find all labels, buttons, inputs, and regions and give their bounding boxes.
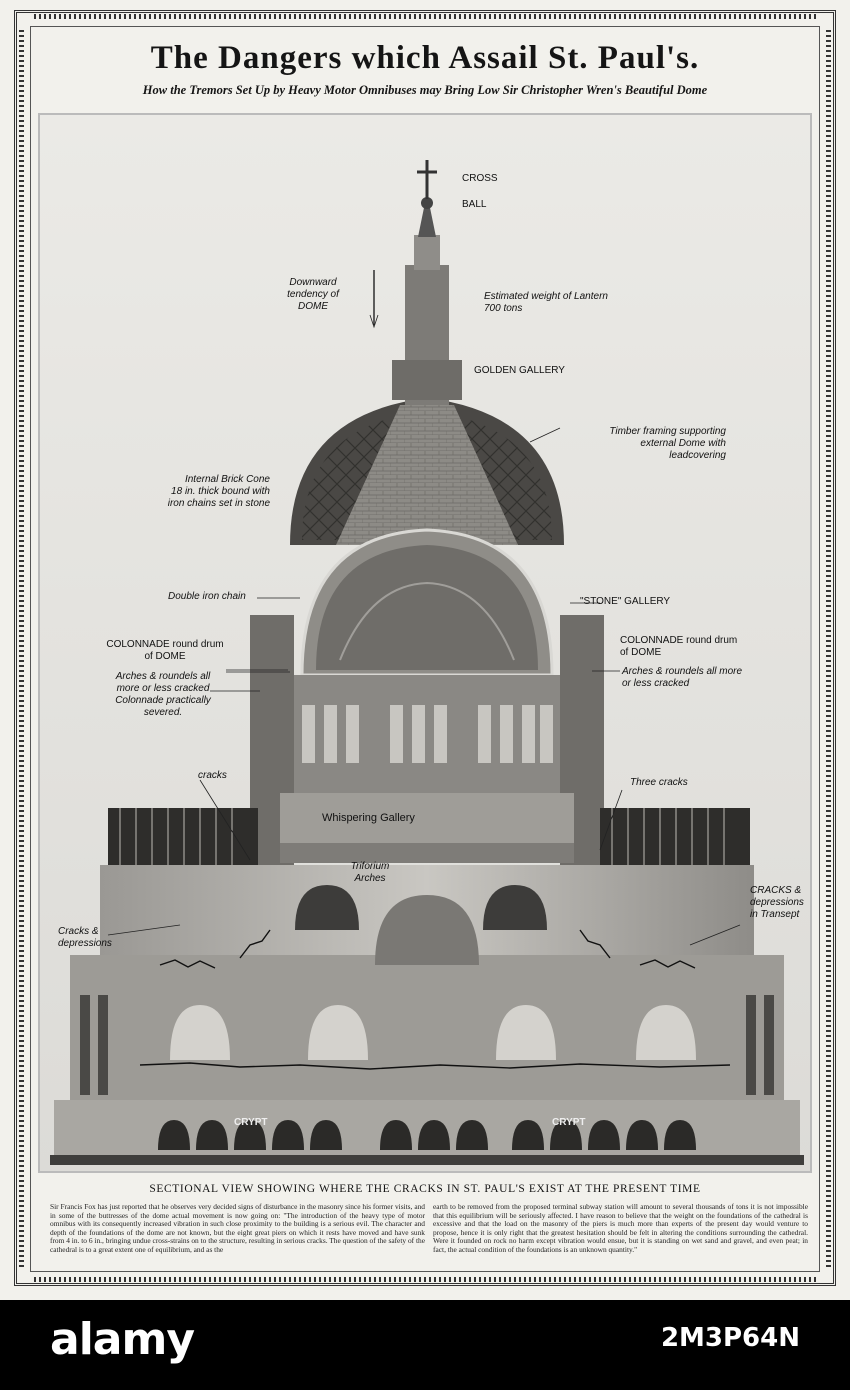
- label-arches-right: Arches & roundels all more or less crack…: [622, 666, 743, 689]
- label-colonnade-severed: Colonnade practically severed.: [115, 695, 211, 718]
- cross: [417, 160, 437, 199]
- right-ornament: [826, 30, 831, 1270]
- outer-border: [14, 10, 836, 1286]
- cathedral-drawing: [40, 115, 810, 1171]
- left-roof: [108, 808, 258, 868]
- article-text-left: Sir Francis Fox has just reported that h…: [50, 1202, 425, 1254]
- alamy-logo[interactable]: alamy: [50, 1314, 195, 1365]
- label-colonnade-right: COLONNADE round drum of DOME: [620, 635, 738, 658]
- label-three-cracks: Three cracks: [630, 777, 688, 788]
- right-roof: [600, 808, 750, 868]
- label-ball: BALL: [462, 199, 487, 210]
- label-triforium-arches: Triforium Arches: [350, 861, 390, 884]
- inner-border: [30, 26, 820, 1272]
- top-ornament: [34, 14, 816, 19]
- ball: [421, 197, 433, 209]
- label-arches-left: Arches & roundels all more or less crack…: [115, 671, 211, 694]
- label-brick-cone: Internal Brick Cone 18 in. thick bound w…: [167, 474, 270, 509]
- label-cracks: cracks: [198, 770, 227, 781]
- label-cracks-depressions-left: Cracks & depressions: [58, 926, 112, 949]
- label-downward-tendency: Downward tendency of DOME: [287, 277, 339, 312]
- label-stone-gallery: "STONE" GALLERY: [580, 596, 671, 607]
- article-text-right: earth to be removed from the proposed te…: [433, 1202, 808, 1254]
- label-golden-gallery: GOLDEN GALLERY: [474, 365, 565, 376]
- cathedral-section-illustration: CROSS BALL Downward tendency of DOME Est…: [38, 113, 812, 1173]
- brick-cone: [336, 405, 518, 545]
- label-crypt-left: CRYPT: [234, 1117, 268, 1128]
- magazine-page: The Dangers which Assail St. Paul's. How…: [14, 10, 836, 1286]
- left-ornament: [19, 30, 24, 1270]
- figure-caption: SECTIONAL VIEW SHOWING WHERE THE CRACKS …: [149, 1183, 701, 1195]
- label-crypt-right: CRYPT: [552, 1117, 586, 1128]
- label-whispering-gallery: Whispering Gallery: [322, 812, 415, 824]
- page-subtitle: How the Tremors Set Up by Heavy Motor Om…: [142, 83, 708, 97]
- label-lantern-weight: Estimated weight of Lantern 700 tons: [484, 291, 608, 314]
- bottom-ornament: [34, 1277, 816, 1282]
- stock-footer: [0, 1300, 850, 1390]
- image-id: 2M3P64N: [660, 1323, 800, 1353]
- page-title: The Dangers which Assail St. Paul's.: [150, 40, 700, 76]
- label-cracks-depressions-right: CRACKS & depressions in Transept: [750, 885, 804, 920]
- crack-lines: [139, 929, 731, 1070]
- label-colonnade-left: COLONNADE round drum of DOME: [106, 639, 224, 662]
- label-timber-framing: Timber framing supporting external Dome …: [609, 426, 726, 461]
- label-cross: CROSS: [462, 173, 498, 184]
- label-double-iron-chain: Double iron chain: [168, 591, 246, 602]
